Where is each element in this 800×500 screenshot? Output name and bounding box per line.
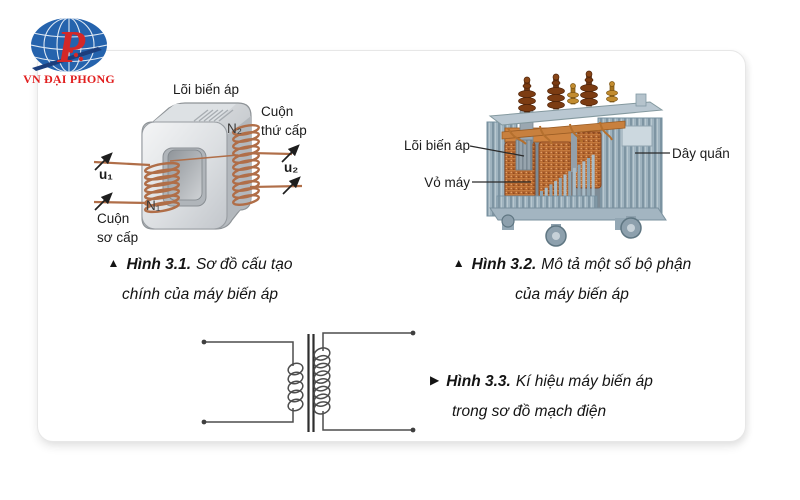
lv-bushing bbox=[567, 83, 579, 105]
staircase-fins bbox=[540, 154, 595, 202]
triangle-up-icon: ▲ bbox=[452, 256, 465, 270]
fig1-caption: ▲ Hình 3.1.Sơ đồ cấu tạo chính của máy bi… bbox=[80, 250, 320, 310]
junction-box bbox=[621, 125, 653, 147]
terminal-dots bbox=[201, 330, 416, 433]
terminal-arrows bbox=[94, 144, 301, 211]
fig1-caption-line2: chính của máy biến áp bbox=[122, 286, 278, 303]
logo-dots bbox=[68, 48, 84, 62]
fig3-caption-line1: ▶ Hình 3.3.Kí hiệu máy biến áp bbox=[430, 367, 740, 397]
triangle-up-icon: ▲ bbox=[107, 256, 120, 270]
logo-swoosh bbox=[32, 47, 102, 71]
fig2-label-casing: Vỏ máy bbox=[424, 175, 470, 190]
fig2-caption-line1: ▲ Hình 3.2.Mô tả một số bộ phận bbox=[432, 250, 712, 280]
fig1-label-u2: u₂ bbox=[284, 160, 299, 175]
fig3-circuit-symbol bbox=[201, 330, 416, 433]
fig3-caption-text: Kí hiệu máy biến áp bbox=[515, 373, 653, 390]
fig3-caption: ▶ Hình 3.3.Kí hiệu máy biến áp trong sơ đ… bbox=[430, 367, 740, 427]
fig2-transformer-illustration bbox=[469, 70, 670, 247]
copper-connections bbox=[507, 121, 613, 145]
fig2-caption-label: Hình 3.2. bbox=[471, 256, 537, 273]
fig1-label-primary-1: Cuộn bbox=[97, 211, 130, 226]
fig1-caption-text: Sơ đồ cấu tạo bbox=[196, 256, 293, 273]
primary-winding bbox=[143, 161, 181, 214]
core-symbol bbox=[307, 334, 315, 432]
fig1-label-n1: N₁ bbox=[146, 198, 161, 213]
caster-wheel bbox=[620, 216, 642, 239]
fig1-caption-label: Hình 3.1. bbox=[126, 256, 192, 273]
transformer-base bbox=[489, 195, 667, 247]
core-lamination-ribs bbox=[193, 109, 234, 122]
fig2-label-core: Lõi biến áp bbox=[403, 138, 470, 153]
lv-bushing bbox=[606, 81, 618, 103]
fig1-label-primary-2: sơ cấp bbox=[97, 229, 139, 245]
logo-monogram: P bbox=[56, 21, 86, 72]
content-panel bbox=[37, 50, 746, 442]
secondary-circuit bbox=[313, 332, 413, 431]
fig2-caption-text: Mô tả một số bộ phận bbox=[541, 256, 692, 273]
core-leg bbox=[571, 132, 577, 172]
link-wire bbox=[169, 154, 239, 162]
hv-bushing bbox=[580, 70, 598, 107]
top-plate-assembly bbox=[488, 93, 664, 145]
fig1-label-secondary-1: Cuộn bbox=[261, 104, 294, 119]
fig2-label-winding: Dây quấn bbox=[672, 146, 730, 161]
caster-wheel bbox=[545, 224, 567, 247]
fig3-caption-label: Hình 3.3. bbox=[446, 373, 511, 390]
caster-wheel bbox=[501, 214, 515, 228]
brand-logo: P VN ĐẠI PHONG bbox=[14, 6, 124, 92]
hv-bushing bbox=[547, 73, 565, 110]
fig1-label-u1: u₁ bbox=[99, 167, 113, 182]
secondary-winding bbox=[232, 124, 260, 206]
fig1-label-secondary-2: thứ cấp bbox=[261, 122, 307, 138]
brand-name: VN ĐẠI PHONG bbox=[23, 72, 115, 86]
fig3-caption-line2: trong sơ đồ mạch điện bbox=[452, 403, 607, 420]
hv-bushing bbox=[518, 76, 536, 113]
leader-lines bbox=[469, 145, 670, 183]
globe-grid bbox=[31, 18, 107, 72]
primary-circuit bbox=[204, 341, 304, 423]
fig1-label-core: Lõi biến áp bbox=[172, 82, 240, 97]
fig2-caption-line2: của máy biến áp bbox=[515, 286, 629, 303]
fig1-label-n2: N₂ bbox=[227, 121, 242, 136]
fig1-caption-line1: ▲ Hình 3.1.Sơ đồ cấu tạo bbox=[80, 250, 320, 280]
triangle-right-icon: ▶ bbox=[430, 373, 440, 387]
globe-logo-icon: P bbox=[31, 18, 107, 72]
fig2-caption: ▲ Hình 3.2.Mô tả một số bộ phận của máy b… bbox=[432, 250, 712, 310]
fig1-core-illustration bbox=[93, 102, 303, 230]
